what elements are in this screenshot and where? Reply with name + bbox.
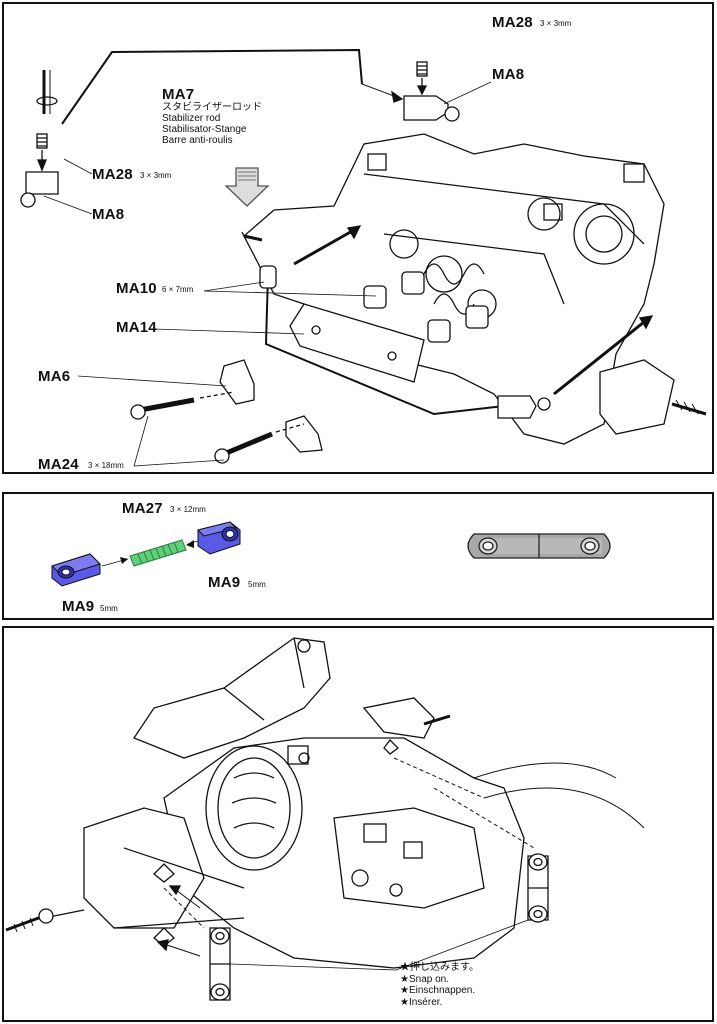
rod-assembly-panel: MA27 3 × 12mm MA9 5mm MA9 5mm (2, 492, 714, 620)
label-ma28-left: MA28 (92, 166, 133, 183)
label-ma14: MA14 (116, 319, 157, 336)
label-ma27-size: 3 × 12mm (170, 505, 206, 514)
label-ma7: MA7 (162, 86, 195, 103)
label-ma8-top: MA8 (492, 66, 525, 83)
label-ma9-right-size: 5mm (248, 580, 266, 589)
label-ma7-en: Stabilizer rod (162, 113, 221, 124)
label-ma28-left-size: 3 × 3mm (140, 171, 172, 180)
collar (259, 265, 277, 289)
label-ma10: MA10 (116, 280, 157, 297)
snap-on-fr: ★Insérer. (400, 996, 443, 1008)
snap-on-jp: ★押し込みます。 (400, 962, 479, 973)
rod-end-left (51, 553, 101, 587)
label-ma27: MA27 (122, 500, 163, 517)
set-screw-top (416, 61, 428, 77)
gearbox-chassis (241, 133, 707, 445)
rod-link-right (527, 853, 549, 923)
label-ma7-fr: Barre anti-roulis (162, 135, 233, 146)
label-ma7-jp: スタビライザーロッド (162, 102, 262, 113)
snap-on-en: ★Snap on. (400, 973, 449, 985)
label-ma9-left-size: 5mm (100, 604, 118, 613)
stabilizer-assembly-illustration (20, 48, 707, 467)
completed-rod-link (467, 533, 611, 559)
screw-left (130, 397, 195, 420)
insert-direction-arrow (224, 167, 270, 207)
label-ma9-right: MA9 (208, 574, 241, 591)
rod-link-left (209, 927, 231, 1001)
top-assembly-panel: MA28 3 × 3mm MA8 MA7 スタビライザーロッド Stabiliz… (2, 2, 714, 474)
threaded-rod (129, 539, 187, 567)
label-ma24: MA24 (38, 456, 79, 473)
stabilizer-rod (61, 48, 363, 125)
label-ma24-size: 3 × 18mm (88, 461, 124, 470)
label-ma8-left: MA8 (92, 206, 125, 223)
label-ma28-top-size: 3 × 3mm (540, 19, 572, 28)
stay-bracket (289, 303, 425, 383)
rear-suspension-illustration (5, 637, 645, 1001)
installation-panel: ★押し込みます。 ★Snap on. ★Einschnappen. ★Insér… (2, 626, 714, 1022)
label-ma7-names: スタビライザーロッド Stabilizer rod Stabilisator-S… (162, 102, 262, 146)
snap-on-note: ★押し込みます。 ★Snap on. ★Einschnappen. ★Insér… (400, 962, 479, 1008)
rod-end-right (197, 521, 241, 555)
label-ma6: MA6 (38, 368, 71, 385)
screw-right (214, 431, 273, 464)
stabilizer-mount-left (219, 359, 255, 405)
label-ma28-top: MA28 (492, 14, 533, 31)
label-ma9-left: MA9 (62, 598, 95, 615)
set-screw-left (36, 133, 48, 149)
ball-end-left (25, 171, 59, 195)
rod-assembly-illustration (51, 521, 611, 587)
label-ma10-size: 6 × 7mm (162, 285, 194, 294)
ball-end-right (497, 395, 537, 419)
ball-end-top (403, 95, 449, 121)
label-ma7-de: Stabilisator-Stange (162, 124, 247, 135)
stabilizer-mount-right (285, 415, 323, 453)
snap-on-de: ★Einschnappen. (400, 985, 476, 996)
